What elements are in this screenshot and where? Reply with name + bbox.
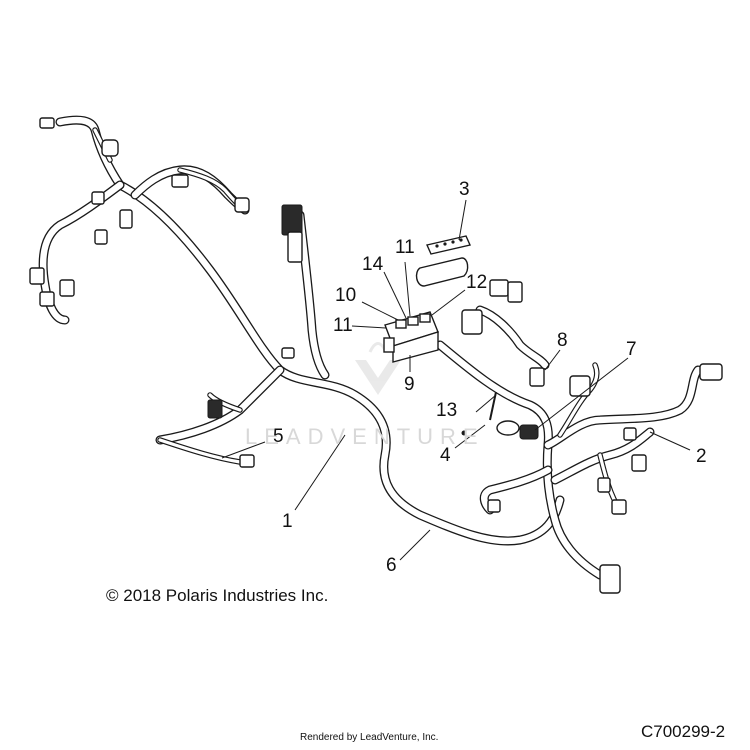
chassis-harness — [435, 305, 703, 580]
callout-8: 8 — [557, 330, 568, 351]
callout-5: 5 — [273, 426, 284, 447]
fuse-box — [383, 311, 439, 363]
drawing-number: C700299-2 — [641, 722, 726, 741]
callout-7: 7 — [626, 339, 637, 360]
callout-2: 2 — [696, 446, 707, 467]
copyright-notice: © 2018 Polaris Industries Inc. — [106, 586, 329, 605]
callout-10: 10 — [335, 285, 357, 306]
fuse-label-sticker — [426, 235, 471, 255]
callout-1: 1 — [282, 511, 293, 532]
callout-3: 3 — [459, 179, 470, 200]
rendered-by-credit: Rendered by LeadVenture, Inc. — [300, 732, 439, 743]
callout-13: 13 — [436, 400, 458, 421]
grommet — [496, 420, 520, 436]
callout-4: 4 — [440, 445, 451, 466]
connectors — [29, 117, 723, 594]
fuse-box-cover — [415, 257, 469, 287]
callout-11-lower: 11 — [333, 315, 353, 336]
callout-6: 6 — [386, 555, 397, 576]
callout-12: 12 — [466, 272, 488, 293]
bolt-and-nut — [461, 391, 497, 436]
callout-14: 14 — [362, 254, 384, 275]
leader-lines — [221, 199, 691, 561]
callout-9: 9 — [404, 374, 415, 395]
watermark-text: LEADVENTURE — [245, 424, 485, 449]
callout-11-upper: 11 — [395, 237, 415, 258]
